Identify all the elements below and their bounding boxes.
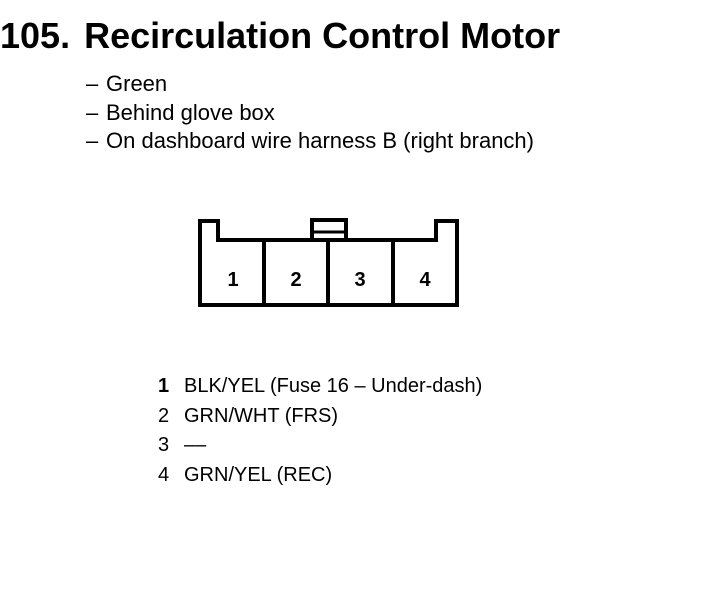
pin-number: 1	[158, 375, 170, 397]
component-number: 105.	[0, 15, 71, 56]
info-color: –Green	[86, 70, 534, 99]
pin-description: BLK/YEL (Fuse 16 – Under-dash)	[184, 375, 483, 397]
info-dash: –	[86, 71, 99, 96]
pin-number: 3	[158, 434, 170, 456]
pin-legend: 1 BLK/YEL (Fuse 16 – Under-dash) 2 GRN/WHT…	[158, 372, 482, 490]
info-text: Behind glove box	[106, 99, 275, 125]
info-text: On dashboard wire harness B (right branc…	[106, 128, 534, 153]
cavity-label: 2	[290, 269, 301, 291]
pin-row: 1 BLK/YEL (Fuse 16 – Under-dash)	[158, 372, 482, 402]
pin-description: ––	[184, 434, 207, 456]
info-harness: –On dashboard wire harness B (right bran…	[86, 127, 534, 156]
cavity-label: 3	[354, 269, 365, 291]
connector-housing	[198, 219, 459, 307]
info-dash: –	[86, 99, 99, 125]
pin-description: GRN/YEL (REC)	[184, 463, 333, 486]
cavity-label: 1	[227, 269, 238, 291]
pin-row: 2 GRN/WHT (FRS)	[158, 402, 482, 432]
cavity-label: 4	[419, 269, 431, 291]
pin-number: 4	[158, 463, 170, 486]
pin-description: GRN/WHT (FRS)	[184, 404, 339, 427]
info-location: –Behind glove box	[86, 99, 534, 128]
pin-row: 4 GRN/YEL (REC)	[158, 461, 482, 491]
pin-number: 2	[158, 404, 170, 427]
info-dash: –	[86, 128, 99, 153]
component-name: Recirculation Control Motor	[84, 15, 561, 56]
component-info-list: –Green –Behind glove box –On dashboard w…	[86, 70, 534, 156]
connector-lock-tab	[310, 218, 348, 240]
info-text: Green	[106, 71, 168, 96]
component-title: 105. Recirculation Control Motor	[0, 14, 560, 58]
pin-row: 3 ––	[158, 431, 482, 461]
